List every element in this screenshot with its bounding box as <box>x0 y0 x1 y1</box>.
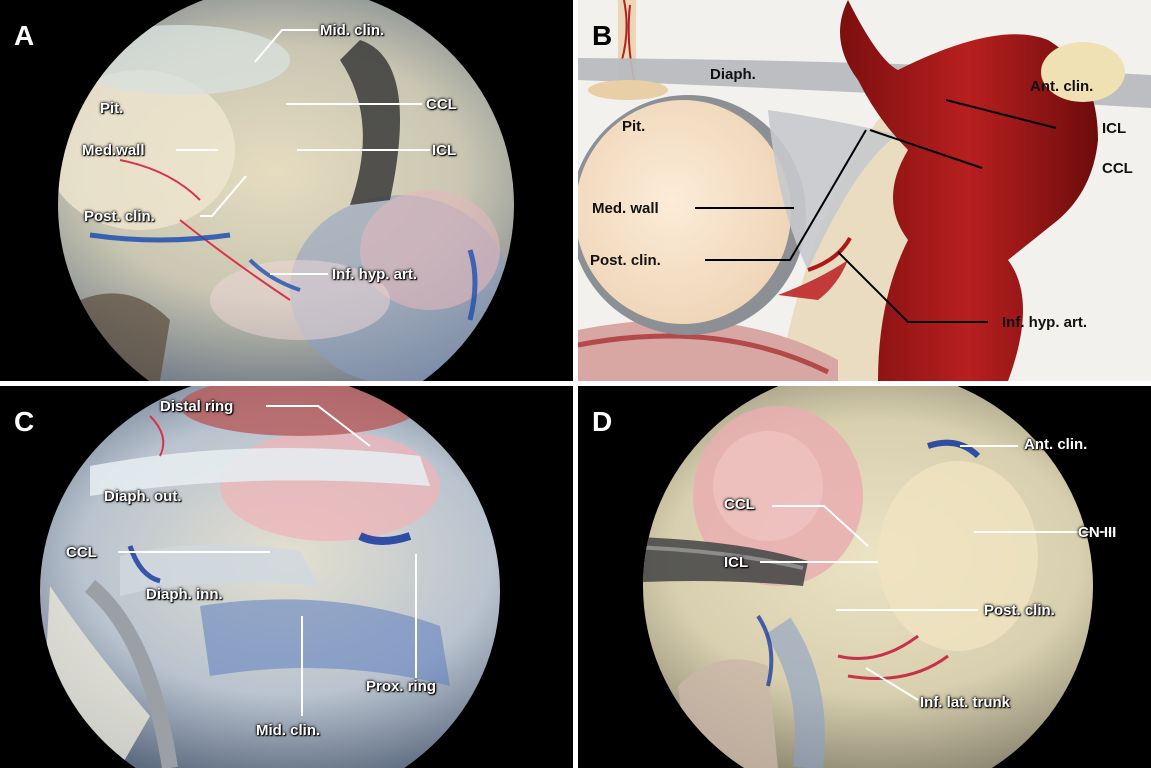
panel-a-photo <box>58 0 514 381</box>
panel-d-photo <box>643 386 1116 768</box>
label-ant-clin: Ant. clin. <box>1030 78 1094 95</box>
label-post-clin: Post. clin. <box>590 252 661 269</box>
label-post-clin: Post. clin. <box>984 602 1055 619</box>
label-diaph-inn: Diaph. inn. <box>146 586 223 603</box>
label-diaph: Diaph. <box>710 66 756 83</box>
panel-a: A Mid. clin. Pit. CCL Med.wall ICL Post.… <box>0 0 573 381</box>
label-ccl: CCL <box>1102 160 1133 177</box>
label-cn-iii: CN III <box>1078 524 1117 541</box>
panel-c-photo <box>40 386 500 768</box>
label-inf-lat-trunk: Inf. lat. trunk <box>920 694 1010 711</box>
panel-a-letter: A <box>14 20 35 51</box>
label-mid-clin: Mid. clin. <box>256 722 321 739</box>
label-icl: ICL <box>432 142 457 159</box>
panel-b-illustration <box>578 0 1151 381</box>
label-ccl: CCL <box>66 544 97 561</box>
label-med-wall: Med. wall <box>592 200 659 217</box>
panel-c: C Distal ring Diaph. out. CCL Diaph. inn… <box>0 386 573 768</box>
label-mid-clin: Mid. clin. <box>320 22 385 39</box>
panel-d-letter: D <box>592 406 613 437</box>
label-diaph-out: Diaph. out. <box>104 488 182 505</box>
label-inf-hyp-art: Inf. hyp. art. <box>332 266 418 283</box>
label-med-wall: Med.wall <box>82 142 145 159</box>
label-ant-clin: Ant. clin. <box>1024 436 1088 453</box>
panel-b-letter: B <box>592 20 613 51</box>
panel-d: D Ant. clin. CCL CN III ICL Post. clin. … <box>578 386 1151 768</box>
label-pit: Pit. <box>100 100 124 117</box>
label-icl: ICL <box>1102 120 1127 137</box>
label-icl: ICL <box>724 554 749 571</box>
label-ccl: CCL <box>724 496 755 513</box>
label-inf-hyp-art: Inf. hyp. art. <box>1002 314 1088 331</box>
panel-b: B Diaph. Ant. clin. Pit. ICL CCL Med. wa… <box>578 0 1151 381</box>
label-ccl: CCL <box>426 96 457 113</box>
label-pit: Pit. <box>622 118 646 135</box>
panel-c-letter: C <box>14 406 35 437</box>
label-distal-ring: Distal ring <box>160 398 234 415</box>
label-prox-ring: Prox. ring <box>366 678 437 695</box>
label-post-clin: Post. clin. <box>84 208 155 225</box>
